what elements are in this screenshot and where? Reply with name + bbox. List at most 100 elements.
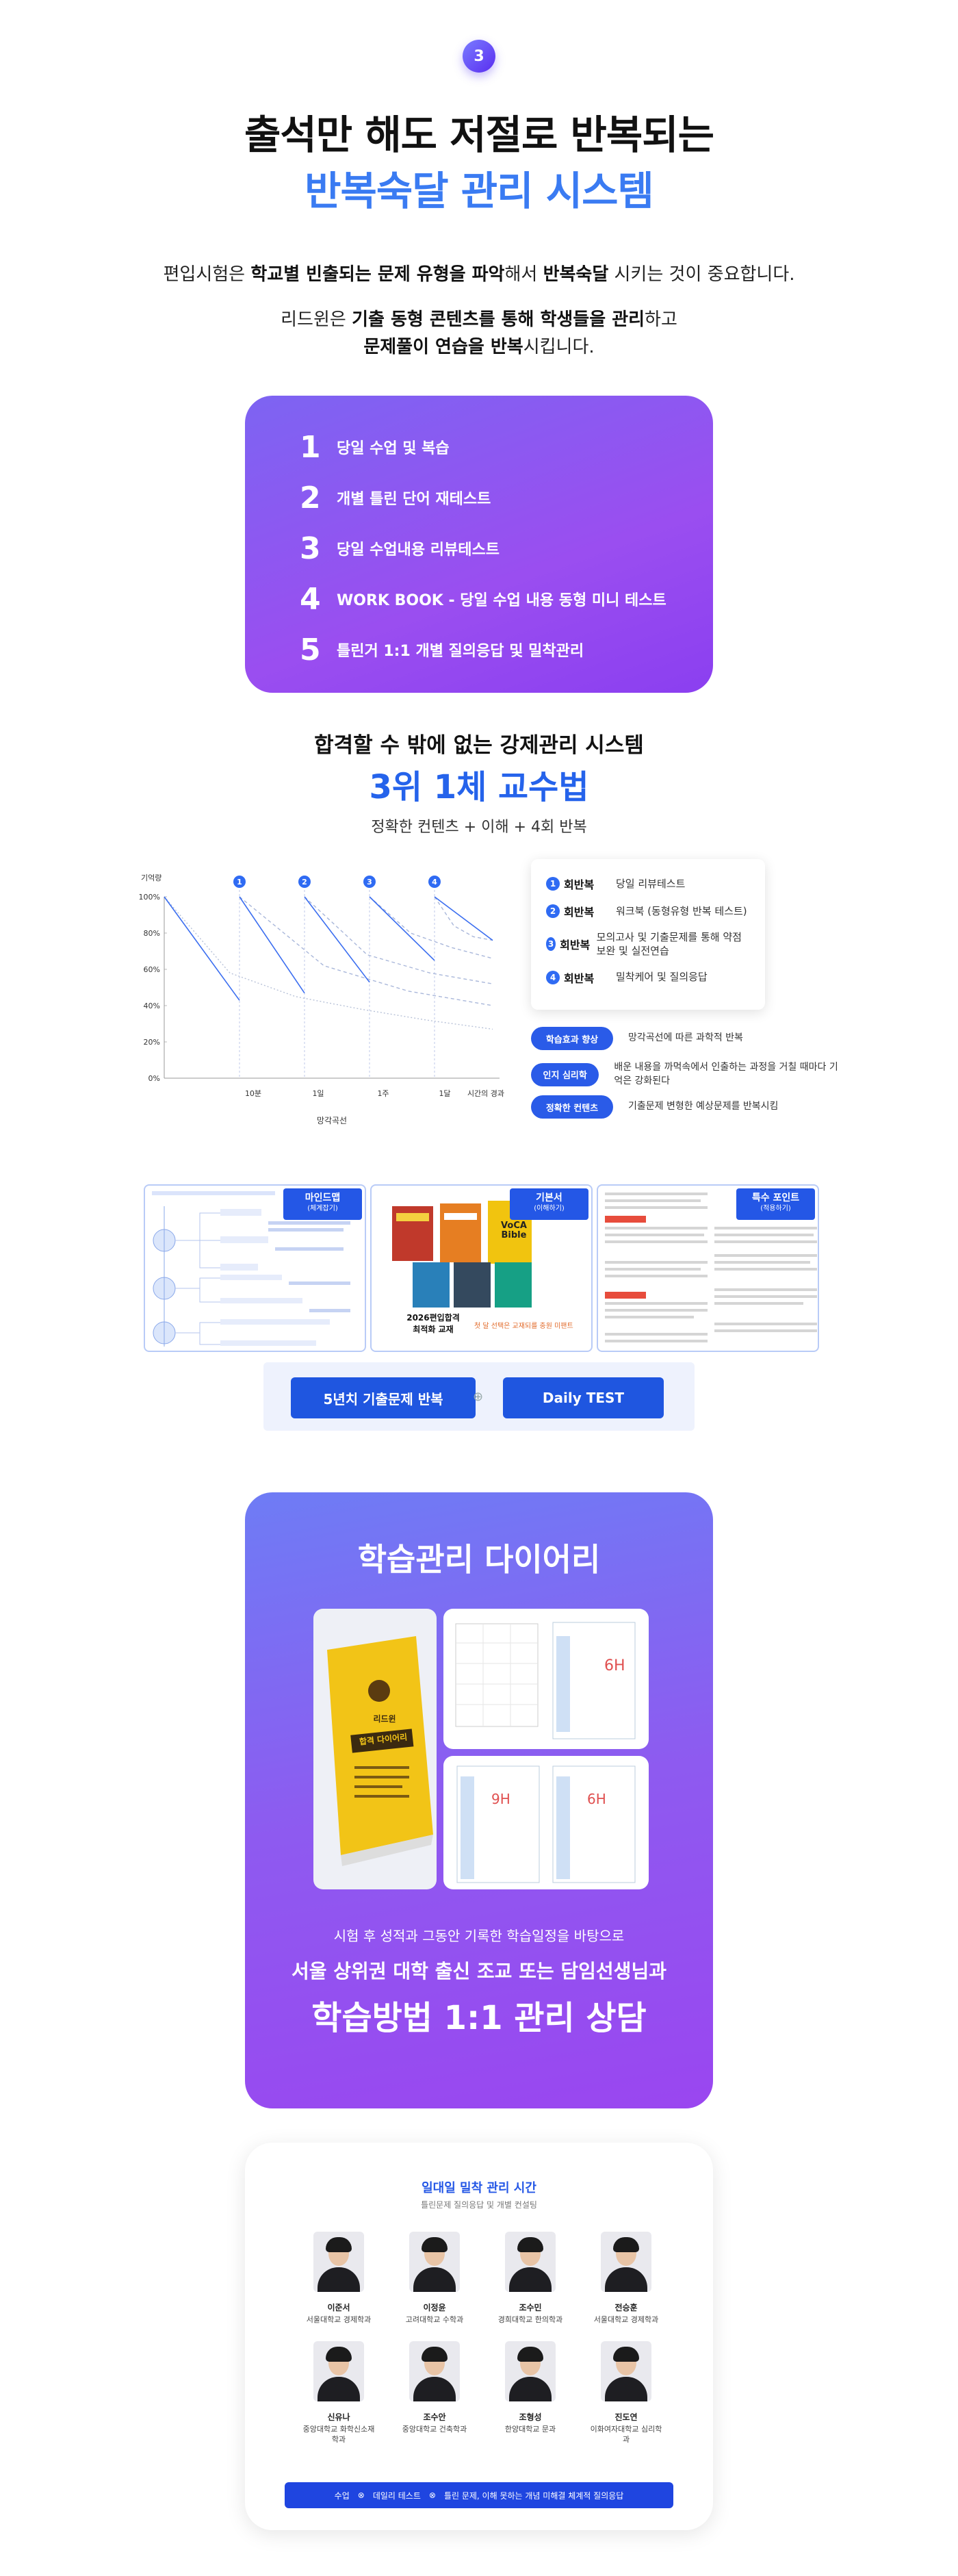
process-step: 데일리 테스트 (372, 2490, 421, 2501)
forgetting-curve-series (369, 896, 493, 959)
tutor-profile: 조수민 경희대학교 한의학과 (493, 2232, 568, 2325)
y-tick-label: 60% (144, 965, 160, 974)
tutor-name: 진도연 (614, 2412, 638, 2422)
tutor-name: 이정윤 (423, 2303, 446, 2312)
plus-icon: ⊕ (473, 1390, 484, 1404)
review-drop-segment (239, 896, 305, 994)
feature-row: 학습효과 향상 망각곡선에 따른 과학적 반복 (531, 1027, 846, 1050)
review-drop-segment (164, 896, 240, 1001)
intro-paragraph-1: 편입시험은 학교별 빈출되는 문제 유형을 파악해서 반복숙달 시키는 것이 중… (163, 264, 795, 285)
forgetting-curve-series (164, 896, 493, 1030)
legend-label: 회반복 (564, 878, 595, 891)
tutor-process-bar: 수업⊗데일리 테스트⊗틀린 문제, 이해 못하는 개념 미해결 체계적 질의응답 (285, 2482, 673, 2508)
materials-action-panel: 5년치 기출문제 반복 ⊕ Daily TEST (263, 1362, 695, 1431)
step-item: 4 WORK BOOK - 당일 수업 내용 동형 미니 테스트 (300, 574, 713, 624)
tutor-name: 조형성 (519, 2412, 542, 2422)
x-tick-label: 1주 (377, 1089, 389, 1098)
y-tick-label: 80% (144, 929, 160, 938)
diary-page-image-2: 9H 6H (443, 1756, 649, 1889)
diary-page-image-1: 6H (443, 1609, 649, 1749)
tutor-profile: 조형성 한양대학교 문과 (493, 2341, 568, 2435)
step-text: 당일 수업내용 리뷰테스트 (337, 541, 500, 559)
svg-text:9H: 9H (491, 1791, 510, 1807)
intro-paragraph-2: 리드윈은 기출 동형 콘텐츠를 통해 학생들을 관리하고 (281, 309, 677, 330)
y-tick-label: 40% (144, 1002, 160, 1010)
diary-line3: 학습방법 1:1 관리 상담 (311, 1999, 647, 2037)
legend-item: 3 회반복 모의고사 및 기출문제를 통해 약점보완 및 실전연습 (546, 930, 750, 958)
process-step: 수업 (334, 2490, 350, 2501)
diary-cover-text: 리드윈 (373, 1714, 396, 1724)
headline-line1: 출석만 해도 저절로 반복되는 (244, 112, 714, 158)
legend-item: 2 회반복 워크북 (동형유형 반복 테스트) (546, 903, 750, 919)
step-text: 틀린거 1:1 개별 질의응답 및 밀착관리 (337, 643, 584, 660)
daily-test-button[interactable]: Daily TEST (503, 1377, 664, 1418)
past-exam-repeat-button[interactable]: 5년치 기출문제 반복 (291, 1377, 476, 1418)
diary-line2: 서울 상위권 대학 출신 조교 또는 담임선생님과 (292, 1960, 666, 1982)
diary-page-sketch-1: 6H (455, 1622, 636, 1739)
step-number: 1 (300, 429, 321, 465)
step-item: 3 당일 수업내용 리뷰테스트 (300, 523, 713, 574)
review-marker-label: 2 (302, 878, 307, 887)
tutor-name: 조수안 (423, 2412, 446, 2422)
feature-row: 인지 심리학 배운 내용을 까먹속에서 인출하는 과정을 거칠 때마다 기억은 … (531, 1061, 846, 1088)
diary-card: 학습관리 다이어리 리드윈 합격 다이어리 6H 9H 6H 시험 후 성 (245, 1492, 713, 2108)
textbook-caption-note: 첫 달 선택은 교재되를 충원 미팬트 (474, 1323, 573, 1330)
review-marker (298, 876, 311, 888)
x-tick-label: 10분 (245, 1089, 261, 1098)
headline-line2: 반복숙달 관리 시스템 (305, 168, 654, 214)
avatar (601, 2341, 651, 2401)
step-item: 1 당일 수업 및 복습 (300, 422, 713, 472)
feature-pill: 인지 심리학 (531, 1062, 599, 1086)
tutor-profile: 조수안 중앙대학교 건축학과 (397, 2341, 472, 2435)
special-point-card: 특수 포인트(적용하기) (597, 1184, 819, 1352)
x-axis-label: 망각곡선 (317, 1116, 347, 1125)
avatar (313, 2341, 364, 2401)
textbook-tag: 기본서(이해하기) (510, 1188, 588, 1220)
forgetting-curve-series (304, 896, 493, 984)
avatar (409, 2232, 460, 2292)
tutor-profile: 전승훈 서울대학교 경제학과 (588, 2232, 664, 2325)
tutor-school: 서울대학교 경제학과 (593, 2315, 659, 2324)
avatar (505, 2341, 556, 2401)
diary-cover-image: 리드윈 합격 다이어리 (313, 1609, 437, 1889)
y-axis-label: 기억량 (141, 873, 161, 882)
tutor-profile: 신유나 중앙대학교 화학신소재학과 (301, 2341, 376, 2445)
tutor-name: 신유나 (327, 2412, 350, 2422)
feature-pill: 정확한 컨텐츠 (531, 1095, 613, 1119)
review-marker-label: 4 (432, 878, 437, 887)
separator-icon: ⊗ (428, 2490, 436, 2500)
legend-desc: 모의고사 및 기출문제를 통해 약점보완 및 실전연습 (596, 931, 742, 958)
tutor-profile: 이정윤 고려대학교 수학과 (397, 2232, 472, 2325)
diary-line1: 시험 후 성적과 그동안 기록한 학습일정을 바탕으로 (333, 1928, 625, 1944)
mindmap-tag: 마인드맵(체계잡기) (283, 1188, 362, 1220)
tutor-profile: 진도연 이화여자대학교 심리학과 (588, 2341, 664, 2445)
legend-item: 1 회반복 당일 리뷰테스트 (546, 876, 750, 892)
forgetting-curve-series (434, 896, 493, 941)
step-number: 4 (300, 581, 321, 617)
legend-number: 2 (546, 904, 560, 918)
tutor-name: 이준서 (327, 2303, 350, 2312)
review-drop-segment (369, 896, 435, 961)
repetition-legend: 1 회반복 당일 리뷰테스트 2 회반복 워크북 (동형유형 반복 테스트) 3 회… (531, 859, 765, 1010)
tutor-school: 중앙대학교 건축학과 (402, 2425, 467, 2434)
tutor-school: 고려대학교 수학과 (405, 2315, 464, 2324)
review-drop-segment (304, 896, 370, 983)
tutor-school: 이화여자대학교 심리학과 (590, 2425, 662, 2444)
feature-desc: 배운 내용을 까먹속에서 인출하는 과정을 거칠 때마다 기억은 강화된다 (614, 1062, 838, 1086)
legend-desc: 워크북 (동형유형 반복 테스트) (616, 904, 747, 917)
special-point-thumbnail (605, 1193, 817, 1342)
review-marker-label: 1 (237, 878, 242, 887)
intro-paragraph-3: 문제풀이 연습을 반복시킵니다. (363, 337, 595, 357)
legend-item: 4 회반복 밀착케어 및 질의응답 (546, 969, 750, 986)
diary-title: 학습관리 다이어리 (357, 1541, 601, 1578)
tutor-profile: 이준서 서울대학교 경제학과 (301, 2232, 376, 2325)
y-tick-label: 20% (144, 1038, 160, 1047)
tutor-name: 조수민 (519, 2303, 542, 2312)
legend-number: 4 (546, 970, 560, 984)
review-marker (233, 876, 246, 888)
legend-label: 회반복 (560, 939, 591, 952)
legend-label: 회반복 (564, 906, 595, 919)
